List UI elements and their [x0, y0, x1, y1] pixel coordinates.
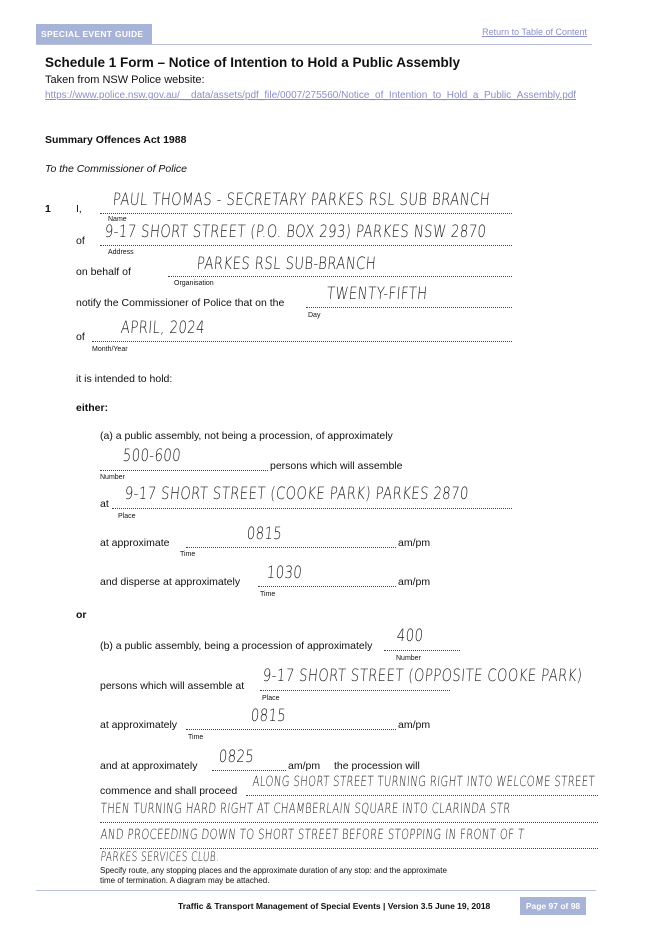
b-time-caption: Time: [188, 734, 204, 741]
month-year-caption: Month/Year: [92, 346, 128, 353]
a-place-line: [112, 508, 512, 509]
a-disperse-line: [258, 586, 396, 587]
route-value-2: THEN TURNING HARD RIGHT AT CHAMBERLAIN S…: [100, 801, 512, 817]
a-ampm-label: am/pm: [398, 537, 431, 549]
a-time-value: 0815: [246, 524, 283, 544]
b-place-value: 9-17 SHORT STREET (OPPOSITE COOKE PARK): [262, 666, 584, 686]
b-at-approx-label: at approximately: [100, 719, 178, 731]
footer-text: Traffic & Transport Management of Specia…: [178, 901, 491, 911]
header-divider: [36, 44, 592, 45]
or-label: or: [76, 609, 87, 621]
b-time-value: 0815: [250, 706, 287, 726]
address-line: [100, 245, 512, 246]
b-time-line: [186, 729, 396, 730]
a-disperse-caption: Time: [260, 591, 276, 598]
a-number-line: [100, 470, 268, 471]
organisation-line: [168, 276, 512, 277]
b-number-value: 400: [396, 626, 425, 646]
table-of-content-link[interactable]: Return to Table of Content: [482, 27, 587, 37]
act-heading: Summary Offences Act 1988: [45, 134, 187, 146]
route-value-3: AND PROCEEDING DOWN TO SHORT STREET BEFO…: [100, 827, 525, 843]
address-value: 9-17 SHORT STREET (P.O. BOX 293) PARKES …: [104, 222, 488, 242]
name-caption: Name: [108, 216, 127, 223]
organisation-caption: Organisation: [174, 280, 214, 287]
b-number-caption: Number: [396, 655, 421, 662]
route-instructions: Specify route, any stopping places and t…: [100, 866, 447, 885]
name-value: PAUL THOMAS - SECRETARY PARKES RSL SUB B…: [112, 190, 491, 210]
option-a-label: (a) a public assembly, not being a proce…: [100, 430, 393, 442]
source-url-link[interactable]: https://www.police.nsw.gov.au/__data/ass…: [45, 90, 577, 101]
notify-label: notify the Commissioner of Police that o…: [76, 297, 285, 309]
commence-label: commence and shall proceed: [100, 785, 238, 797]
route-value-4: PARKES SERVICES CLUB.: [100, 850, 220, 865]
b-commence-line: [212, 770, 286, 771]
a-persons-label: persons which will assemble: [270, 460, 403, 472]
of-label: of: [76, 235, 85, 247]
day-caption: Day: [308, 312, 321, 319]
a-number-value: 500-600: [122, 446, 182, 466]
a-disperse-label: and disperse at approximately: [100, 576, 241, 588]
a-at-approx-label: at approximate: [100, 537, 170, 549]
b-place-caption: Place: [262, 695, 280, 702]
i-label: I,: [76, 203, 82, 215]
b-commence-ampm-label: am/pm: [288, 760, 321, 772]
footer-divider: [36, 890, 596, 891]
a-time-caption: Time: [180, 551, 196, 558]
a-number-caption: Number: [100, 474, 125, 481]
a-time-line: [186, 547, 396, 548]
b-place-line: [260, 690, 450, 691]
addressee-line: To the Commissioner of Police: [45, 163, 188, 175]
source-label: Taken from NSW Police website:: [45, 74, 205, 86]
a-place-caption: Place: [118, 513, 136, 520]
address-caption: Address: [108, 249, 134, 256]
b-commence-value: 0825: [218, 747, 255, 767]
b-ampm-label: am/pm: [398, 719, 431, 731]
route-line-3: [100, 848, 598, 849]
either-label: either:: [76, 402, 109, 414]
page-title: Schedule 1 Form – Notice of Intention to…: [45, 55, 461, 70]
b-number-line: [384, 650, 460, 651]
route-line-2: [100, 822, 598, 823]
on-behalf-label: on behalf of: [76, 266, 131, 278]
day-value: TWENTY-FIFTH: [326, 284, 429, 304]
b-persons-label: persons which will assemble at: [100, 680, 245, 692]
month-year-value: APRIL, 2024: [120, 318, 206, 338]
a-place-value: 9-17 SHORT STREET (COOKE PARK) PARKES 28…: [124, 484, 470, 504]
intended-label: it is intended to hold:: [76, 373, 173, 385]
b-and-at-label: and at approximately: [100, 760, 198, 772]
route-line-1: [246, 795, 598, 796]
section-number: 1: [45, 203, 51, 215]
name-line: [100, 213, 512, 214]
organisation-value: PARKES RSL SUB-BRANCH: [196, 254, 377, 274]
section-badge: SPECIAL EVENT GUIDE: [36, 24, 152, 44]
month-year-line: [92, 341, 512, 342]
option-b-label: (b) a public assembly, being a processio…: [100, 640, 373, 652]
a-disperse-value: 1030: [266, 563, 303, 583]
procession-will-label: the procession will: [334, 760, 420, 772]
day-line: [306, 307, 512, 308]
route-value-1: ALONG SHORT STREET TURNING RIGHT INTO WE…: [252, 774, 596, 790]
a-disperse-ampm-label: am/pm: [398, 576, 431, 588]
of-month-label: of: [76, 331, 85, 343]
a-at-label: at: [100, 498, 109, 510]
page-number-badge: Page 97 of 98: [520, 897, 586, 915]
